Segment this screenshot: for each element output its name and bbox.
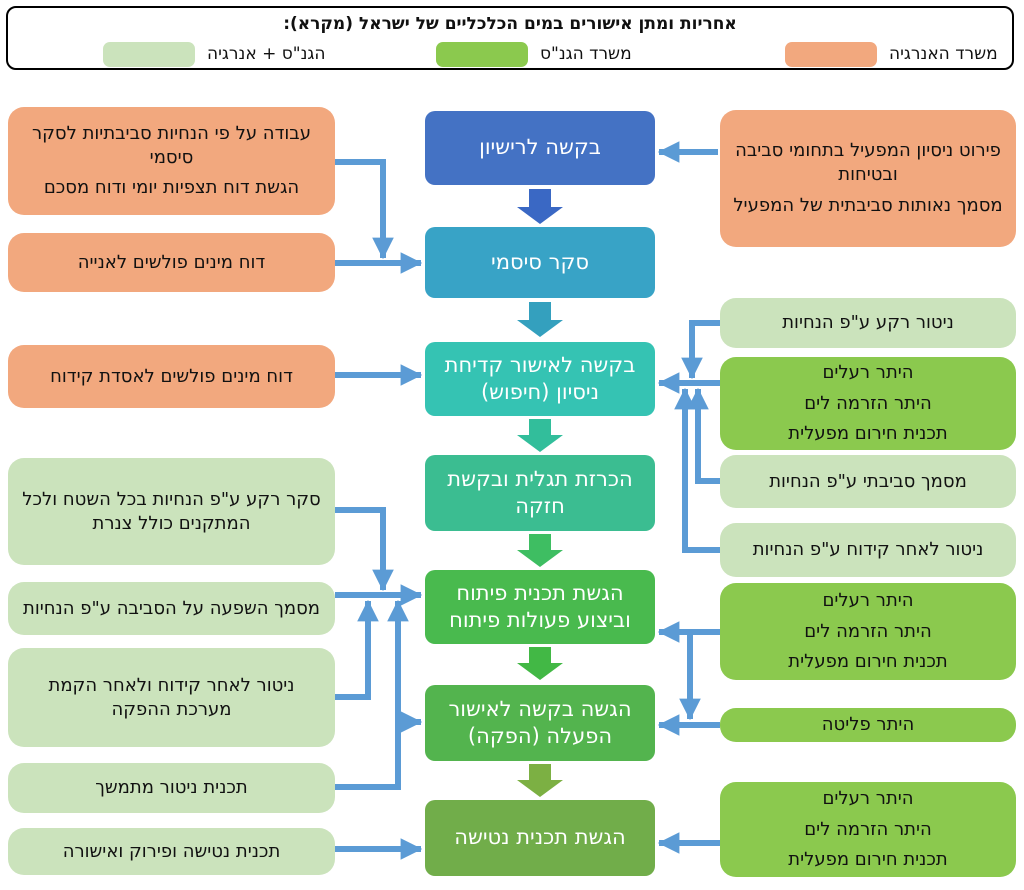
- flow-step-label: סקר סיסמי: [491, 249, 589, 274]
- legend-title: אחריות ומתן אישורים במים הכלכליים של ישר…: [283, 14, 737, 34]
- flow-step-label: הגשה בקשה לאישור הפעלה (הפקה): [448, 696, 632, 748]
- left-note-background-survey: סקר רקע ע"פ הנחיות בכל השטח ולכל המתקנים…: [8, 458, 335, 565]
- flow-step-label: הגשת תכנית נטישה: [454, 825, 626, 850]
- note-line: תכנית ניטור מתמשך: [95, 777, 248, 799]
- flow-step-exploration-drilling-approval: בקשה לאישור קדיחת ניסיון (חיפוש): [425, 342, 655, 416]
- left-note-invasive-species-ship: דוח מינים פולשים לאנייה: [8, 233, 335, 292]
- flow-step-label: הכרזת תגלית ובקשת חזקה: [447, 466, 633, 518]
- note-line: תכנית חירום מפעלית: [788, 849, 948, 871]
- right-note-permits-3: היתר רעלים היתר הזרמה לים תכנית חירום מפ…: [720, 782, 1016, 877]
- flow-arrow-5: [517, 647, 563, 680]
- flow-step-discovery-declaration: הכרזת תגלית ובקשת חזקה: [425, 455, 655, 531]
- connector-right-background-monitoring: [681, 320, 720, 380]
- flow-step-seismic-survey: סקר סיסמי: [425, 227, 655, 298]
- note-line: היתר פליטה: [821, 714, 915, 736]
- note-line: תכנית חירום מפעלית: [788, 651, 948, 673]
- note-line: דוח מינים פולשים לאסדת קידוח: [50, 365, 293, 387]
- note-line: מסמך נאותות סביבתית של המפעיל: [733, 194, 1003, 216]
- flow-arrow-4: [517, 534, 563, 567]
- legend-item-moep: משרד הגנ"ס: [436, 41, 632, 67]
- right-note-environmental-document: מסמך סביבתי ע"פ הנחיות: [720, 455, 1016, 508]
- note-line: היתר הזרמה לים: [804, 620, 932, 642]
- note-line: תכנית נטישה ופירוק ואישורה: [62, 840, 281, 862]
- note-line: פירוט ניסיון המפעיל בתחומי סביבה ובטיחות: [735, 140, 1001, 186]
- note-line: הגשת דוח תצפיות יומי ודוח מסכם: [43, 177, 300, 199]
- connector-left-seismic-guidelines: [335, 159, 394, 260]
- left-note-invasive-species-rig: דוח מינים פולשים לאסדת קידוח: [8, 345, 335, 408]
- note-line: היתר רעלים: [822, 361, 914, 383]
- flow-step-abandonment-plan: הגשת תכנית נטישה: [425, 800, 655, 876]
- note-line: היתר הזרמה לים: [804, 818, 932, 840]
- right-note-operator-experience: פירוט ניסיון המפעיל בתחומי סביבה ובטיחות…: [720, 110, 1016, 247]
- right-note-background-monitoring: ניטור רקע ע"פ הנחיות: [720, 298, 1016, 348]
- note-line: מסמך סביבתי ע"פ הנחיות: [769, 470, 967, 492]
- legend-item-energy: משרד האנרגיה: [785, 41, 998, 67]
- connector-left-post-drilling-monitoring: [335, 599, 379, 700]
- flow-step-license-application: בקשה לרישיון: [425, 111, 655, 185]
- flow-step-development-plan: הגשת תכנית פיתוח וביצוע פעולות פיתוח: [425, 570, 655, 644]
- note-line: מסמך השפעה על הסביבה ע"פ הנחיות: [23, 597, 320, 619]
- note-line: תכנית חירום מפעלית: [788, 423, 948, 445]
- note-line: היתר רעלים: [822, 787, 914, 809]
- left-note-seismic-guidelines: עבודה על פי הנחיות סביבתיות לסקר סיסמי ה…: [8, 107, 335, 215]
- left-note-continuous-monitoring: תכנית ניטור מתמשך: [8, 763, 335, 813]
- note-line: דוח מינים פולשים לאנייה: [77, 251, 266, 273]
- connector-right-environmental-document: [687, 387, 720, 484]
- flow-step-operation-approval: הגשה בקשה לאישור הפעלה (הפקה): [425, 685, 655, 761]
- legend-item-both: הגנ"ס + אנרגיה: [103, 41, 326, 67]
- connector-right-post-drilling-monitoring: [674, 387, 720, 553]
- legend-label-energy: משרד האנרגיה: [889, 44, 998, 64]
- right-note-permits-1: היתר רעלים היתר הזרמה לים תכנית חירום מפ…: [720, 357, 1016, 450]
- connector-left-background-survey: [335, 507, 394, 592]
- note-line: היתר רעלים: [822, 589, 914, 611]
- legend-swatch-energy: [785, 41, 877, 67]
- legend-swatch-both: [103, 41, 195, 67]
- left-note-abandonment-plan-approval: תכנית נטישה ופירוק ואישורה: [8, 828, 335, 875]
- legend-swatch-moep: [436, 41, 528, 67]
- flow-arrow-6: [517, 764, 563, 797]
- flow-step-label: בקשה לאישור קדיחת ניסיון (חיפוש): [444, 352, 636, 404]
- note-line: ניטור רקע ע"פ הנחיות: [782, 312, 954, 334]
- flow-arrow-3: [517, 419, 563, 452]
- right-note-emission-permit: היתר פליטה: [720, 708, 1016, 742]
- note-line: היתר הזרמה לים: [804, 392, 932, 414]
- note-line: עבודה על פי הנחיות סביבתיות לסקר סיסמי: [32, 122, 311, 168]
- note-line: ניטור לאחר קידוח ולאחר הקמת מערכת ההפקה: [48, 674, 295, 720]
- flow-step-label: בקשה לרישיון: [479, 135, 601, 160]
- flow-arrow-2: [517, 302, 563, 337]
- legend-label-both: הגנ"ס + אנרגיה: [207, 44, 326, 64]
- connector-left-continuous-monitoring: [335, 599, 409, 790]
- legend: אחריות ומתן אישורים במים הכלכליים של ישר…: [6, 6, 1014, 70]
- note-line: סקר רקע ע"פ הנחיות בכל השטח ולכל המתקנים…: [22, 488, 321, 534]
- flow-arrow-1: [517, 189, 563, 224]
- left-note-impact-document: מסמך השפעה על הסביבה ע"פ הנחיות: [8, 582, 335, 635]
- left-note-post-drilling-monitoring: ניטור לאחר קידוח ולאחר הקמת מערכת ההפקה: [8, 648, 335, 747]
- flow-step-label: הגשת תכנית פיתוח וביצוע פעולות פיתוח: [449, 580, 631, 632]
- right-note-post-drilling-monitoring: ניטור לאחר קידוח ע"פ הנחיות: [720, 523, 1016, 577]
- note-line: ניטור לאחר קידוח ע"פ הנחיות: [752, 539, 984, 561]
- right-note-permits-2: היתר רעלים היתר הזרמה לים תכנית חירום מפ…: [720, 583, 1016, 680]
- legend-label-moep: משרד הגנ"ס: [540, 44, 632, 64]
